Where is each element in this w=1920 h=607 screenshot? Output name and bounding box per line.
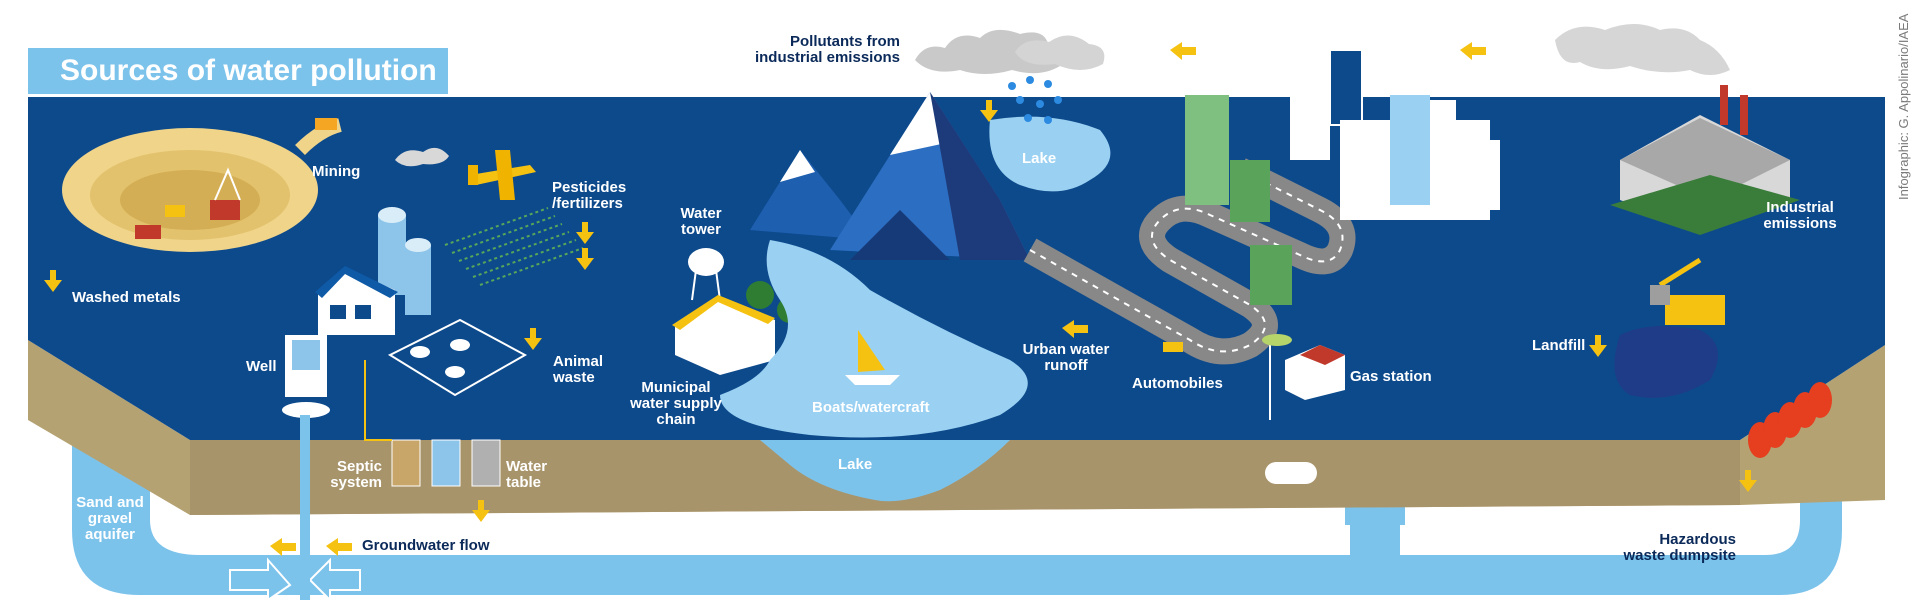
label-aquifer: Sand and gravel aquifer bbox=[76, 494, 144, 543]
label-lake-mountain: Lake bbox=[1022, 150, 1057, 167]
label-mining: Mining bbox=[312, 163, 361, 180]
mining-pit bbox=[62, 118, 342, 252]
crop-rows bbox=[444, 207, 584, 286]
crop-field bbox=[440, 205, 600, 290]
factory bbox=[1610, 85, 1800, 235]
river bbox=[720, 240, 1028, 438]
hazardous-barrels bbox=[1748, 382, 1832, 458]
landfill bbox=[1614, 257, 1725, 398]
label-boats: Boats/watercraft bbox=[812, 399, 930, 416]
label-water-table: Water table bbox=[506, 458, 548, 491]
label-well: Well bbox=[246, 358, 277, 375]
city-buildings bbox=[1185, 49, 1500, 305]
label-hazardous: Hazardous waste dumpsite bbox=[1623, 531, 1736, 564]
title-banner: Sources of water pollution bbox=[28, 48, 448, 94]
small-cloud bbox=[395, 147, 449, 167]
label-landfill: Landfill bbox=[1532, 337, 1586, 354]
underground-lake bbox=[760, 440, 1010, 502]
rain-drops bbox=[1008, 76, 1062, 124]
label-water-tower: Water tower bbox=[680, 205, 722, 238]
animal-pen bbox=[387, 318, 528, 397]
flow-arrow-left bbox=[229, 557, 292, 602]
flow-arrow-right bbox=[308, 557, 361, 603]
mountains bbox=[750, 92, 1030, 260]
well bbox=[282, 335, 330, 600]
label-groundwater-flow: Groundwater flow bbox=[362, 537, 490, 554]
label-washed-metals: Washed metals bbox=[72, 289, 181, 306]
label-industrial-emissions: Industrial emissions bbox=[1763, 199, 1837, 232]
septic-tanks bbox=[364, 360, 501, 487]
rain-cloud bbox=[915, 29, 1105, 74]
label-pesticides: Pesticides /fertilizers bbox=[552, 179, 627, 212]
label-pollutants: Pollutants from industrial emissions bbox=[754, 33, 900, 66]
label-septic: Septic system bbox=[330, 458, 382, 491]
label-urban-runoff: Urban water runoff bbox=[1022, 341, 1110, 374]
label-lake-underground: Lake bbox=[838, 456, 873, 473]
car bbox=[1163, 342, 1183, 352]
crop-plane bbox=[468, 150, 536, 200]
road-centerline bbox=[1029, 169, 1344, 353]
farm-buildings bbox=[315, 207, 431, 335]
label-animal-waste: Animal waste bbox=[553, 353, 604, 386]
label-municipal: Municipal water supply chain bbox=[630, 379, 722, 428]
image-credit: Infographic: G. Appolinario/IAEA bbox=[1896, 13, 1911, 200]
mountain-lake bbox=[989, 116, 1111, 192]
soil-front bbox=[190, 440, 1740, 515]
underground-tank bbox=[1265, 462, 1317, 484]
water-tower bbox=[688, 248, 724, 301]
sailboat bbox=[845, 330, 900, 385]
smoke bbox=[1555, 24, 1730, 75]
gas-station bbox=[1262, 334, 1345, 420]
groundwater-channel bbox=[72, 420, 1842, 595]
label-gas-station: Gas station bbox=[1350, 368, 1432, 385]
page-title: Sources of water pollution bbox=[60, 54, 437, 87]
pollution-arrows bbox=[44, 42, 1757, 556]
label-automobiles: Automobiles bbox=[1132, 375, 1223, 392]
groundwater-inner-white bbox=[152, 505, 1785, 540]
